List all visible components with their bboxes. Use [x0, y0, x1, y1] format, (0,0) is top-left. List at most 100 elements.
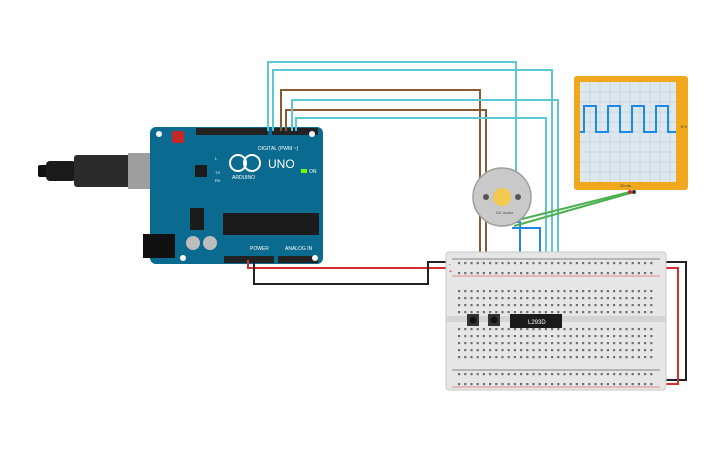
- breadboard-hole[interactable]: [507, 373, 510, 376]
- breadboard-hole[interactable]: [526, 349, 529, 352]
- breadboard-hole[interactable]: [501, 349, 504, 352]
- breadboard-hole[interactable]: [606, 356, 609, 359]
- breadboard-hole[interactable]: [551, 328, 554, 331]
- push-button-1[interactable]: [467, 314, 479, 326]
- breadboard-hole[interactable]: [513, 335, 516, 338]
- breadboard-hole[interactable]: [458, 297, 461, 300]
- breadboard-hole[interactable]: [526, 272, 529, 275]
- breadboard-hole[interactable]: [526, 335, 529, 338]
- breadboard-hole[interactable]: [495, 272, 498, 275]
- wire-cyan-2[interactable]: [272, 69, 553, 300]
- breadboard-hole[interactable]: [458, 373, 461, 376]
- breadboard-hole[interactable]: [600, 262, 603, 265]
- breadboard-hole[interactable]: [631, 349, 634, 352]
- breadboard-hole[interactable]: [458, 304, 461, 307]
- breadboard-hole[interactable]: [575, 297, 578, 300]
- breadboard-hole[interactable]: [637, 356, 640, 359]
- breadboard-hole[interactable]: [557, 342, 560, 345]
- breadboard-hole[interactable]: [532, 342, 535, 345]
- breadboard-hole[interactable]: [637, 262, 640, 265]
- breadboard-hole[interactable]: [501, 272, 504, 275]
- breadboard-hole[interactable]: [544, 335, 547, 338]
- breadboard-hole[interactable]: [575, 342, 578, 345]
- breadboard-hole[interactable]: [650, 297, 653, 300]
- breadboard-hole[interactable]: [501, 335, 504, 338]
- breadboard-hole[interactable]: [625, 356, 628, 359]
- breadboard-hole[interactable]: [551, 356, 554, 359]
- breadboard-hole[interactable]: [526, 297, 529, 300]
- breadboard-hole[interactable]: [544, 373, 547, 376]
- breadboard-hole[interactable]: [600, 349, 603, 352]
- breadboard-hole[interactable]: [637, 328, 640, 331]
- wire-green-2[interactable]: [513, 191, 635, 227]
- breadboard-hole[interactable]: [501, 342, 504, 345]
- breadboard-hole[interactable]: [489, 342, 492, 345]
- breadboard-hole[interactable]: [563, 297, 566, 300]
- breadboard-hole[interactable]: [557, 272, 560, 275]
- breadboard-hole[interactable]: [495, 290, 498, 293]
- breadboard-hole[interactable]: [625, 262, 628, 265]
- breadboard-hole[interactable]: [507, 383, 510, 386]
- breadboard-hole[interactable]: [600, 290, 603, 293]
- breadboard-hole[interactable]: [575, 272, 578, 275]
- breadboard-hole[interactable]: [513, 304, 516, 307]
- breadboard-hole[interactable]: [489, 262, 492, 265]
- breadboard-hole[interactable]: [619, 311, 622, 314]
- breadboard-hole[interactable]: [563, 356, 566, 359]
- breadboard-hole[interactable]: [606, 304, 609, 307]
- breadboard-hole[interactable]: [606, 272, 609, 275]
- breadboard-hole[interactable]: [526, 328, 529, 331]
- breadboard-hole[interactable]: [631, 373, 634, 376]
- breadboard-hole[interactable]: [470, 328, 473, 331]
- breadboard-hole[interactable]: [582, 373, 585, 376]
- breadboard-hole[interactable]: [476, 335, 479, 338]
- breadboard-hole[interactable]: [501, 290, 504, 293]
- breadboard-hole[interactable]: [458, 290, 461, 293]
- breadboard-hole[interactable]: [495, 383, 498, 386]
- breadboard-hole[interactable]: [588, 304, 591, 307]
- breadboard-hole[interactable]: [464, 349, 467, 352]
- breadboard-hole[interactable]: [650, 383, 653, 386]
- breadboard-hole[interactable]: [631, 304, 634, 307]
- breadboard-hole[interactable]: [544, 311, 547, 314]
- breadboard-hole[interactable]: [557, 304, 560, 307]
- oscilloscope[interactable]: 10 ms 5 V: [574, 76, 688, 194]
- breadboard-hole[interactable]: [520, 383, 523, 386]
- breadboard-hole[interactable]: [538, 335, 541, 338]
- breadboard-hole[interactable]: [501, 304, 504, 307]
- breadboard-hole[interactable]: [575, 383, 578, 386]
- breadboard-hole[interactable]: [637, 297, 640, 300]
- breadboard-hole[interactable]: [650, 311, 653, 314]
- breadboard-hole[interactable]: [613, 311, 616, 314]
- breadboard-hole[interactable]: [606, 349, 609, 352]
- wire-red-5v[interactable]: [247, 260, 454, 269]
- breadboard-hole[interactable]: [613, 356, 616, 359]
- breadboard-hole[interactable]: [470, 373, 473, 376]
- breadboard-hole[interactable]: [538, 272, 541, 275]
- breadboard-hole[interactable]: [650, 272, 653, 275]
- breadboard-hole[interactable]: [470, 311, 473, 314]
- breadboard-hole[interactable]: [538, 342, 541, 345]
- breadboard-hole[interactable]: [526, 311, 529, 314]
- breadboard-hole[interactable]: [513, 262, 516, 265]
- breadboard-hole[interactable]: [507, 328, 510, 331]
- breadboard-hole[interactable]: [544, 342, 547, 345]
- breadboard-hole[interactable]: [507, 272, 510, 275]
- breadboard-hole[interactable]: [644, 311, 647, 314]
- breadboard-hole[interactable]: [569, 290, 572, 293]
- breadboard-hole[interactable]: [513, 272, 516, 275]
- wire-black-rail[interactable]: [652, 261, 687, 381]
- breadboard-hole[interactable]: [625, 328, 628, 331]
- breadboard-hole[interactable]: [520, 356, 523, 359]
- breadboard-hole[interactable]: [637, 335, 640, 338]
- push-button-2[interactable]: [488, 314, 500, 326]
- breadboard-hole[interactable]: [489, 311, 492, 314]
- breadboard-hole[interactable]: [532, 356, 535, 359]
- breadboard-hole[interactable]: [507, 311, 510, 314]
- breadboard-hole[interactable]: [507, 335, 510, 338]
- breadboard-hole[interactable]: [551, 272, 554, 275]
- breadboard-hole[interactable]: [501, 373, 504, 376]
- breadboard-hole[interactable]: [464, 383, 467, 386]
- breadboard-hole[interactable]: [532, 349, 535, 352]
- breadboard-hole[interactable]: [600, 297, 603, 300]
